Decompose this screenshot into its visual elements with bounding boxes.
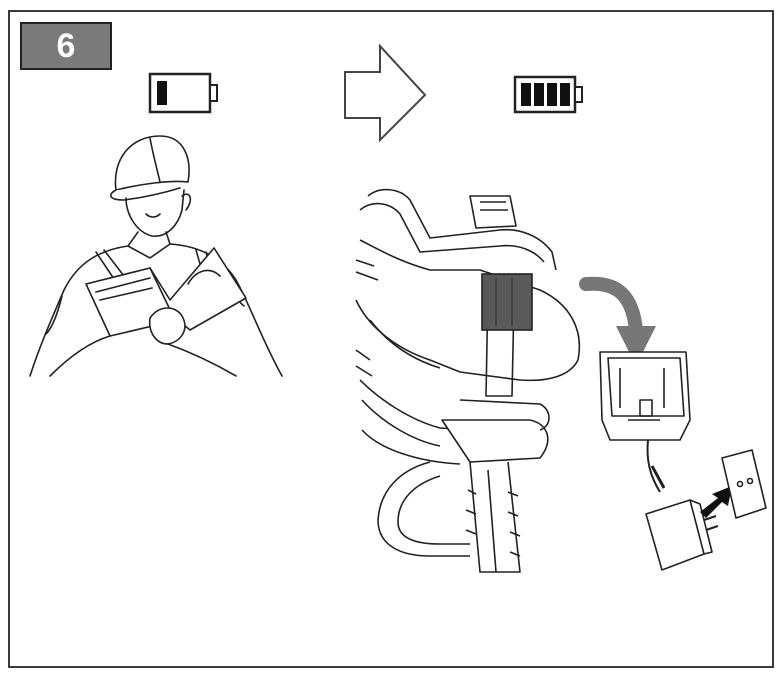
step-number-badge: 6 <box>20 22 112 70</box>
person-reading-manual-illustration <box>29 135 283 377</box>
curved-removal-arrow <box>579 276 656 366</box>
battery-charger <box>599 351 691 493</box>
battery-pack <box>481 273 533 331</box>
right-arrow-icon <box>344 43 427 143</box>
plug-in-arrow <box>700 486 732 518</box>
power-adapter <box>645 499 719 571</box>
step-number: 6 <box>56 27 76 65</box>
battery-full-icon <box>513 75 583 114</box>
wall-outlet <box>721 449 767 519</box>
hedge-trimmer-illustration <box>355 188 581 573</box>
battery-low-icon <box>148 72 218 114</box>
